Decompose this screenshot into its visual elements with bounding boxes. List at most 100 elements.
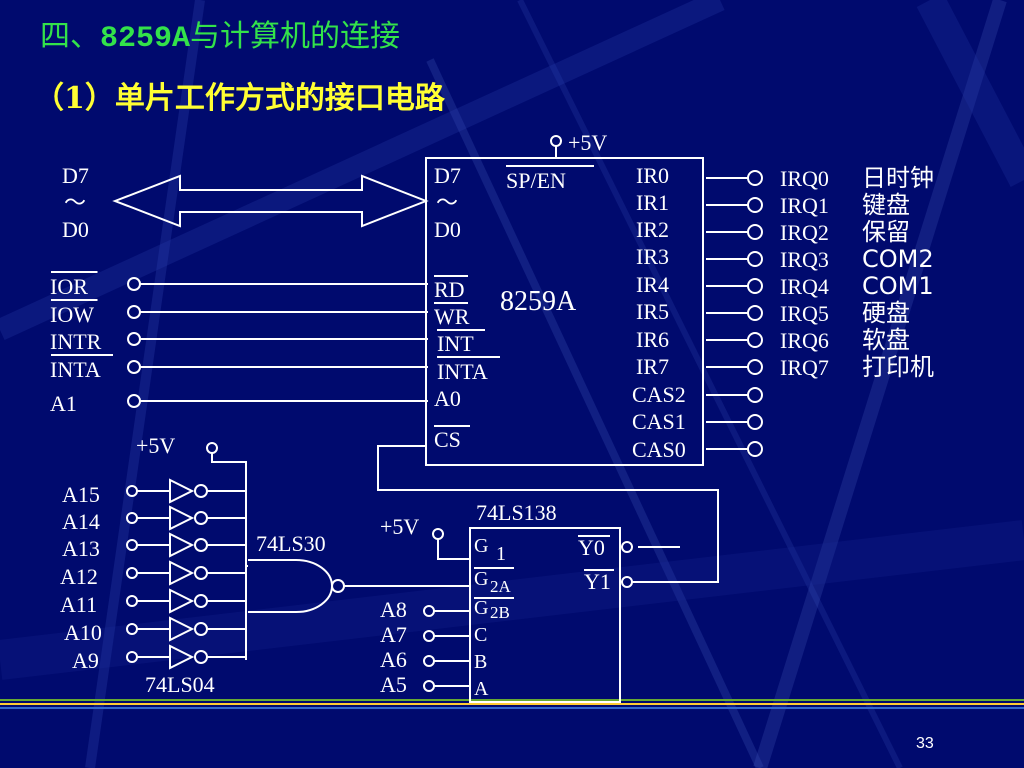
cpu-signal-intr: INTR <box>50 329 102 354</box>
pin-ir0: IR0 <box>636 163 669 188</box>
decoder-pin-g1: G <box>474 535 488 557</box>
irq-label-2: IRQ2 <box>780 220 829 245</box>
pin-ir4: IR4 <box>636 272 669 297</box>
page-number: 33 <box>916 735 934 752</box>
pin-ir3: IR3 <box>636 244 669 269</box>
address-a14: A14 <box>62 509 100 534</box>
irq-label-0: IRQ0 <box>780 166 829 191</box>
pin-d0: D0 <box>434 217 461 242</box>
pin-tilde: ～ <box>436 190 458 215</box>
irq-terminal <box>747 387 763 403</box>
irq-label-3: IRQ3 <box>780 247 829 272</box>
irq-label-4: IRQ4 <box>780 274 829 299</box>
inverter-gate <box>169 505 195 531</box>
inverter-label: 74LS04 <box>145 672 215 697</box>
vcc-mid-label: +5V <box>380 514 419 539</box>
chip-vcc-label: +5V <box>568 130 607 155</box>
address-a9: A9 <box>72 648 99 673</box>
irq-terminal <box>747 414 763 430</box>
decoder-pin-g2a: G <box>474 568 488 590</box>
pin-ir5: IR5 <box>636 299 669 324</box>
cpu-signal-a1: A1 <box>50 391 77 416</box>
bus-left-top: D7 <box>62 163 89 188</box>
irq-device-7: 打印机 <box>862 353 934 381</box>
footer-bar <box>0 699 1024 709</box>
irq-device-4: COM1 <box>862 272 934 300</box>
irq-terminal <box>747 441 763 457</box>
inverter-gate <box>169 478 195 504</box>
address-a11: A11 <box>60 592 97 617</box>
inverter-gate <box>169 532 195 558</box>
irq-device-2: 保留 <box>862 218 910 246</box>
cpu-signal-inta: INTA <box>50 357 101 382</box>
slide-subtitle: （1）单片工作方式的接口电路 <box>34 81 446 116</box>
cpu-terminal <box>127 277 141 291</box>
cs-connection <box>377 445 719 583</box>
pin-cas2: CAS2 <box>632 382 686 407</box>
irq-terminal <box>747 305 763 321</box>
irq-device-1: 键盘 <box>862 191 910 219</box>
decoder-input-a8: A8 <box>380 597 407 622</box>
decoder-out-y1: Y1 <box>584 569 611 594</box>
pin-inta: INTA <box>437 359 488 384</box>
decoder-label: 74LS138 <box>476 500 557 525</box>
slide-title: 四、8259A与计算机的连接 <box>40 19 400 56</box>
pin-rd: RD <box>434 277 465 302</box>
cpu-terminal <box>127 360 141 374</box>
pin-ir6: IR6 <box>636 327 669 352</box>
decoder-input-a7: A7 <box>380 622 407 647</box>
decoder-pin-b: B <box>474 651 487 673</box>
irq-device-5: 硬盘 <box>862 299 910 327</box>
pin-a0: A0 <box>434 386 461 411</box>
cpu-terminal <box>127 332 141 346</box>
irq-label-7: IRQ7 <box>780 355 829 380</box>
pin-wr: WR <box>434 304 470 329</box>
address-a13: A13 <box>62 536 100 561</box>
decoder-pin-g2a-sub: 2A <box>490 577 512 596</box>
pin-sp-en: SP/EN <box>506 168 566 193</box>
chip-8259a: 8259A +5V SP/EN D7 ～ D0 RD WR INT INTA A… <box>425 130 704 466</box>
cpu-terminal <box>127 305 141 319</box>
irq-terminal <box>747 170 763 186</box>
irq-terminal <box>747 224 763 240</box>
address-a12: A12 <box>60 564 98 589</box>
pin-cas1: CAS1 <box>632 409 686 434</box>
irq-device-0: 日时钟 <box>862 164 934 192</box>
address-a15: A15 <box>62 482 100 507</box>
address-a10: A10 <box>64 620 102 645</box>
decoder-pin-g1-sub: 1 <box>496 543 506 565</box>
chip-8259a-name: 8259A <box>500 286 577 317</box>
decoder-pin-g2b-sub: 2B <box>490 603 510 622</box>
vcc-terminal <box>550 135 562 147</box>
decoder-input-a5: A5 <box>380 672 407 697</box>
pin-cs: CS <box>434 427 461 452</box>
irq-terminal <box>747 359 763 375</box>
irq-device-6: 软盘 <box>862 326 910 354</box>
decoder-pin-a: A <box>474 678 489 700</box>
vcc-left-label: +5V <box>136 433 175 458</box>
pin-d7: D7 <box>434 163 461 188</box>
irq-terminal <box>747 278 763 294</box>
inverter-gate <box>169 616 195 642</box>
decoder-74ls138-body <box>469 527 621 703</box>
nand-label: 74LS30 <box>256 531 326 556</box>
inverter-gate <box>169 644 195 670</box>
decoder-pin-c: C <box>474 624 487 646</box>
pin-ir7: IR7 <box>636 354 669 379</box>
bus-left-bottom: D0 <box>62 217 89 242</box>
irq-terminal <box>747 197 763 213</box>
decoder-pin-g2b: G <box>474 597 488 619</box>
decoder-input-a6: A6 <box>380 647 407 672</box>
inverter-gate <box>169 560 195 586</box>
pin-ir1: IR1 <box>636 190 669 215</box>
pin-ir2: IR2 <box>636 217 669 242</box>
irq-terminal <box>747 332 763 348</box>
inverter-gate <box>169 588 195 614</box>
irq-terminal <box>747 251 763 267</box>
irq-label-6: IRQ6 <box>780 328 829 353</box>
pin-int: INT <box>437 331 474 356</box>
